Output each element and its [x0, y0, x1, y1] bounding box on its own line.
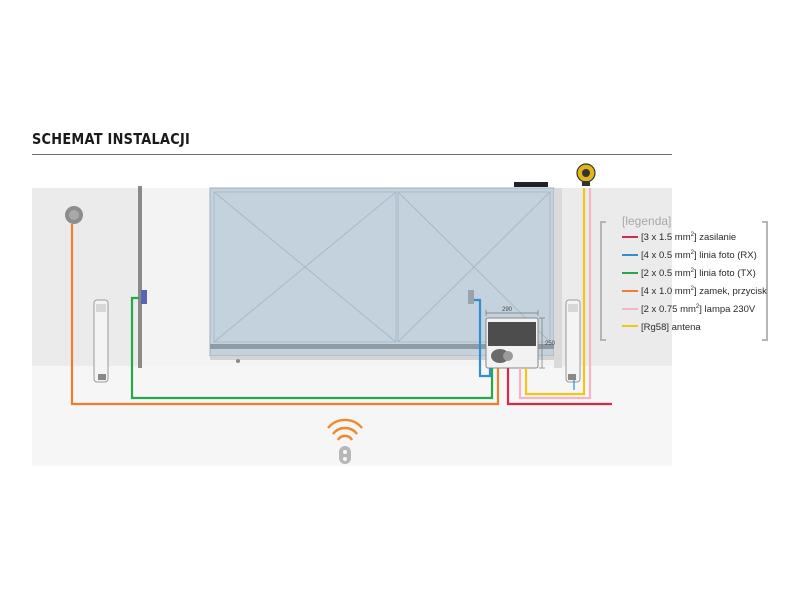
legend-label: [2 x 0.75 mm: [641, 304, 696, 316]
legend-label-suffix: ] zamek, przycisk: [693, 286, 767, 298]
legend-swatch: [622, 253, 638, 256]
legend-item: [2 x 0.75 mm2] lampa 230V: [622, 304, 755, 318]
wire-power: [506, 368, 612, 406]
legend-item: [4 x 1.0 mm2] zamek, przycisk: [622, 286, 767, 300]
wall-left: [32, 188, 140, 366]
legend-item: [4 x 0.5 mm2] linia foto (RX): [622, 250, 757, 264]
photocell-tx-post: [93, 299, 109, 383]
legend-superscript: 2: [690, 232, 694, 238]
legend-label-suffix: ] linia foto (TX): [693, 268, 756, 280]
dimension-width-label: 290: [502, 307, 513, 313]
antenna-lamp: [576, 163, 596, 186]
legend-label-suffix: ] lampa 230V: [699, 304, 756, 316]
signal-wave-outer: [327, 418, 363, 429]
legend-swatch: [622, 271, 638, 274]
legend-bracket-left: [600, 221, 606, 341]
diagram-title: SCHEMAT INSTALACJI: [32, 130, 191, 148]
legend-label: [4 x 0.5 mm: [641, 250, 691, 262]
wire-antenna: [524, 188, 586, 396]
key-switch: [65, 206, 83, 224]
wire-photo-tx: [130, 296, 494, 400]
legend-bracket-right: [762, 221, 768, 341]
gear-rack: [210, 344, 554, 349]
legend-superscript: 2: [690, 250, 694, 256]
legend-swatch: [622, 235, 638, 238]
legend-item: [Rg58] antena: [622, 322, 701, 336]
photocell-rx-post: [565, 299, 581, 383]
legend-label: [4 x 1.0 mm: [641, 286, 691, 298]
title-divider: [32, 154, 672, 155]
legend-label-suffix: ] zasilanie: [693, 232, 737, 244]
legend-item: [3 x 1.5 mm2] zasilanie: [622, 232, 736, 246]
ground-area: [32, 366, 672, 466]
wire-lamp: [518, 188, 592, 400]
legend-swatch: [622, 325, 638, 328]
legend-label: [3 x 1.5 mm: [641, 232, 691, 244]
legend: [legenda] [3 x 1.5 mm2] zasilanie[4 x 0.…: [598, 212, 774, 344]
signal-wave-middle: [332, 426, 358, 435]
legend-item: [2 x 0.5 mm2] linia foto (TX): [622, 268, 756, 282]
sliding-gate: [209, 187, 555, 363]
wiring: [70, 188, 612, 406]
lamp-housing: [514, 182, 548, 187]
right-gate-post: [554, 188, 562, 368]
legend-label: [2 x 0.5 mm: [641, 268, 691, 280]
legend-swatch: [622, 307, 638, 310]
legend-label-suffix: ] linia foto (RX): [693, 250, 757, 262]
dimension-height-label: 250: [545, 341, 556, 347]
legend-superscript: 2: [695, 304, 700, 310]
remote-control: [327, 418, 363, 464]
legend-superscript: 2: [690, 268, 694, 274]
photocell-left: [141, 290, 147, 304]
legend-label: [Rg58] antena: [641, 322, 701, 333]
motor-dimensions: [485, 310, 545, 369]
legend-title: [legenda]: [622, 214, 672, 228]
gate-motor: [485, 317, 539, 369]
legend-superscript: 2: [690, 286, 694, 292]
left-gate-post: [138, 186, 142, 368]
gate-bottom-rail: [210, 356, 554, 360]
signal-wave-inner: [336, 434, 354, 441]
wire-lock: [70, 224, 500, 406]
photocell-right: [468, 290, 474, 304]
legend-swatch: [622, 289, 638, 292]
wire-photo-rx: [474, 298, 492, 378]
